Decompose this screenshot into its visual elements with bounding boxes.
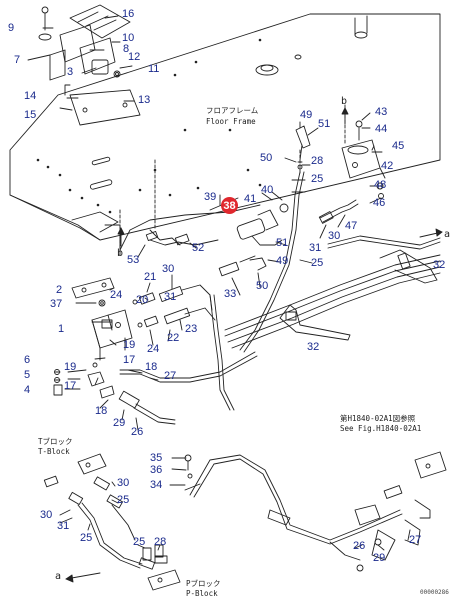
p-block-label-en: P-Block xyxy=(186,589,218,598)
floor-frame-label-en: Floor Frame xyxy=(206,117,256,126)
callout-39[interactable]: 39 xyxy=(204,191,217,203)
callout-22[interactable]: 22 xyxy=(167,332,180,344)
callout-34[interactable]: 34 xyxy=(150,479,163,491)
callout-26-right[interactable]: 26 xyxy=(353,540,366,552)
callout-40[interactable]: 40 xyxy=(261,184,274,196)
t-block xyxy=(77,453,107,475)
callout-30-left[interactable]: 30 xyxy=(40,509,53,521)
callout-31-left[interactable]: 31 xyxy=(57,520,70,532)
callout-7[interactable]: 7 xyxy=(14,54,21,66)
highlighted-callout-38[interactable]: 38 xyxy=(221,197,238,214)
callout-6[interactable]: 6 xyxy=(24,354,31,366)
see-fig-label-jp: 第H1840-02A1図参照 xyxy=(340,414,416,423)
callout-4[interactable]: 4 xyxy=(24,384,31,396)
floor-frame-holes xyxy=(36,38,262,214)
callout-14[interactable]: 14 xyxy=(24,90,37,102)
callout-43[interactable]: 43 xyxy=(375,106,388,118)
hose-25-lower xyxy=(189,454,401,541)
callout-53[interactable]: 53 xyxy=(127,254,140,266)
callout-51-lower[interactable]: 51 xyxy=(276,237,289,249)
floor-frame-label-jp: フロアフレーム xyxy=(206,106,259,115)
callout-24-upper[interactable]: 24 xyxy=(110,289,123,301)
p-block-label-jp: Pブロック xyxy=(186,579,221,588)
callout-30-tblock[interactable]: 30 xyxy=(117,477,130,489)
callout-48[interactable]: 48 xyxy=(374,179,387,191)
connector-b-upper: b xyxy=(341,96,348,107)
callout-31-middle[interactable]: 31 xyxy=(164,291,177,303)
callout-19-upper[interactable]: 19 xyxy=(123,339,136,351)
callout-32-lower[interactable]: 32 xyxy=(307,341,320,353)
callout-11[interactable]: 11 xyxy=(148,63,160,75)
callout-52[interactable]: 52 xyxy=(192,242,205,254)
callout-1[interactable]: 1 xyxy=(58,323,65,335)
callout-25-pblock[interactable]: 25 xyxy=(133,536,146,548)
serial-number: 00000286 xyxy=(420,589,449,596)
callout-12[interactable]: 12 xyxy=(128,51,141,63)
callout-49-upper[interactable]: 49 xyxy=(300,109,313,121)
callout-47[interactable]: 47 xyxy=(345,220,358,232)
callout-25-middle[interactable]: 25 xyxy=(311,257,324,269)
connector-b-lower: b xyxy=(117,248,124,259)
callout-46[interactable]: 46 xyxy=(373,197,386,209)
callout-18-lower[interactable]: 18 xyxy=(95,405,108,417)
callout-35[interactable]: 35 xyxy=(150,452,163,464)
callout-18-upper[interactable]: 18 xyxy=(145,361,158,373)
connector-a-upper: a xyxy=(444,229,451,240)
t-block-label-jp: Tブロック xyxy=(38,437,73,446)
callout-15[interactable]: 15 xyxy=(24,109,37,121)
callout-5[interactable]: 5 xyxy=(24,369,31,381)
callout-49-lower[interactable]: 49 xyxy=(276,255,289,267)
p-block xyxy=(147,569,181,591)
callout-25-left[interactable]: 25 xyxy=(80,532,93,544)
callout-25-upper[interactable]: 25 xyxy=(311,173,324,185)
callout-36[interactable]: 36 xyxy=(150,464,163,476)
callout-27-left[interactable]: 27 xyxy=(164,370,177,382)
callout-31-upper[interactable]: 31 xyxy=(309,242,322,254)
callout-27-right[interactable]: 27 xyxy=(409,534,422,546)
callout-23[interactable]: 23 xyxy=(185,323,198,335)
callout-29-left[interactable]: 29 xyxy=(113,417,126,429)
callout-28-lower[interactable]: 28 xyxy=(154,536,167,548)
callout-50-lower[interactable]: 50 xyxy=(256,280,269,292)
callout-13[interactable]: 13 xyxy=(138,94,151,106)
callout-20[interactable]: 20 xyxy=(136,294,149,306)
callout-17-upper[interactable]: 17 xyxy=(123,354,136,366)
bracket-2 xyxy=(71,277,115,299)
see-fig-label-en: See Fig.H1840-02A1 xyxy=(340,424,422,433)
callout-32-right[interactable]: 32 xyxy=(433,259,446,271)
pedal-bracket xyxy=(69,89,141,126)
callout-17-lower[interactable]: 17 xyxy=(64,380,77,392)
callout-2[interactable]: 2 xyxy=(56,284,63,296)
callout-19-lower[interactable]: 19 xyxy=(64,361,77,373)
callout-30-upper[interactable]: 30 xyxy=(328,230,341,242)
callout-45[interactable]: 45 xyxy=(392,140,405,152)
connector-a-lower: a xyxy=(55,571,62,582)
hose-bundle-32 xyxy=(224,254,441,331)
callout-16[interactable]: 16 xyxy=(122,8,135,20)
callout-29-right[interactable]: 29 xyxy=(373,552,386,564)
callout-8[interactable]: 8 xyxy=(123,43,130,55)
callout-24-lower[interactable]: 24 xyxy=(147,343,160,355)
callout-25-tblock[interactable]: 25 xyxy=(117,494,130,506)
callout-37[interactable]: 37 xyxy=(50,298,63,310)
callout-33[interactable]: 33 xyxy=(224,288,237,300)
callout-44[interactable]: 44 xyxy=(375,123,388,135)
callout-21[interactable]: 21 xyxy=(144,271,157,283)
callout-28-upper[interactable]: 28 xyxy=(311,155,324,167)
callout-3[interactable]: 3 xyxy=(67,66,74,78)
t-block-label-en: T-Block xyxy=(38,447,70,456)
callout-30-middle[interactable]: 30 xyxy=(162,263,175,275)
callout-51-upper[interactable]: 51 xyxy=(318,118,331,130)
callout-42[interactable]: 42 xyxy=(381,160,394,172)
callout-9[interactable]: 9 xyxy=(8,22,15,34)
callout-50-upper[interactable]: 50 xyxy=(260,152,273,164)
callout-26-left[interactable]: 26 xyxy=(131,426,144,438)
callout-41[interactable]: 41 xyxy=(244,193,257,205)
callout-10[interactable]: 10 xyxy=(122,32,135,44)
